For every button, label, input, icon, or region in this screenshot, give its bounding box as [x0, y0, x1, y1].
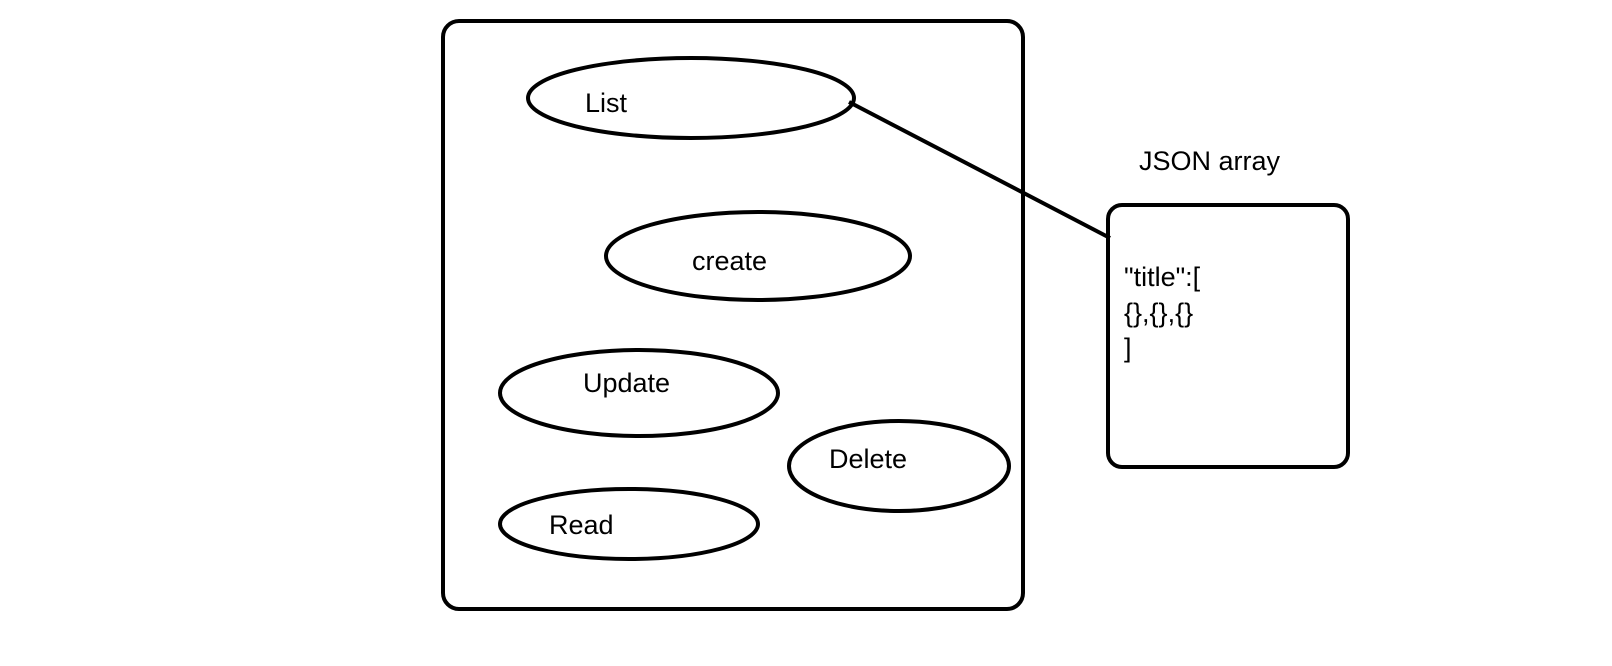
update-node-label: Update: [583, 368, 671, 398]
json-box-caption: JSON array: [1139, 146, 1281, 176]
create-node: [604, 210, 912, 302]
list-node-label: List: [585, 88, 628, 118]
list-to-json-connector: [848, 100, 1111, 240]
json-box-line: {},{},{}: [1124, 298, 1194, 328]
json-box-line: "title":[: [1124, 262, 1201, 292]
read-node: [498, 487, 760, 561]
json-box-line: ]: [1124, 333, 1132, 363]
update-node: [498, 348, 780, 438]
delete-node-label: Delete: [829, 444, 908, 474]
json-array-box: [1106, 203, 1350, 469]
operations-container: [441, 19, 1025, 611]
create-node-label: create: [692, 246, 768, 276]
read-node-label: Read: [549, 510, 614, 540]
delete-node: [787, 419, 1011, 513]
list-node: [526, 56, 856, 140]
